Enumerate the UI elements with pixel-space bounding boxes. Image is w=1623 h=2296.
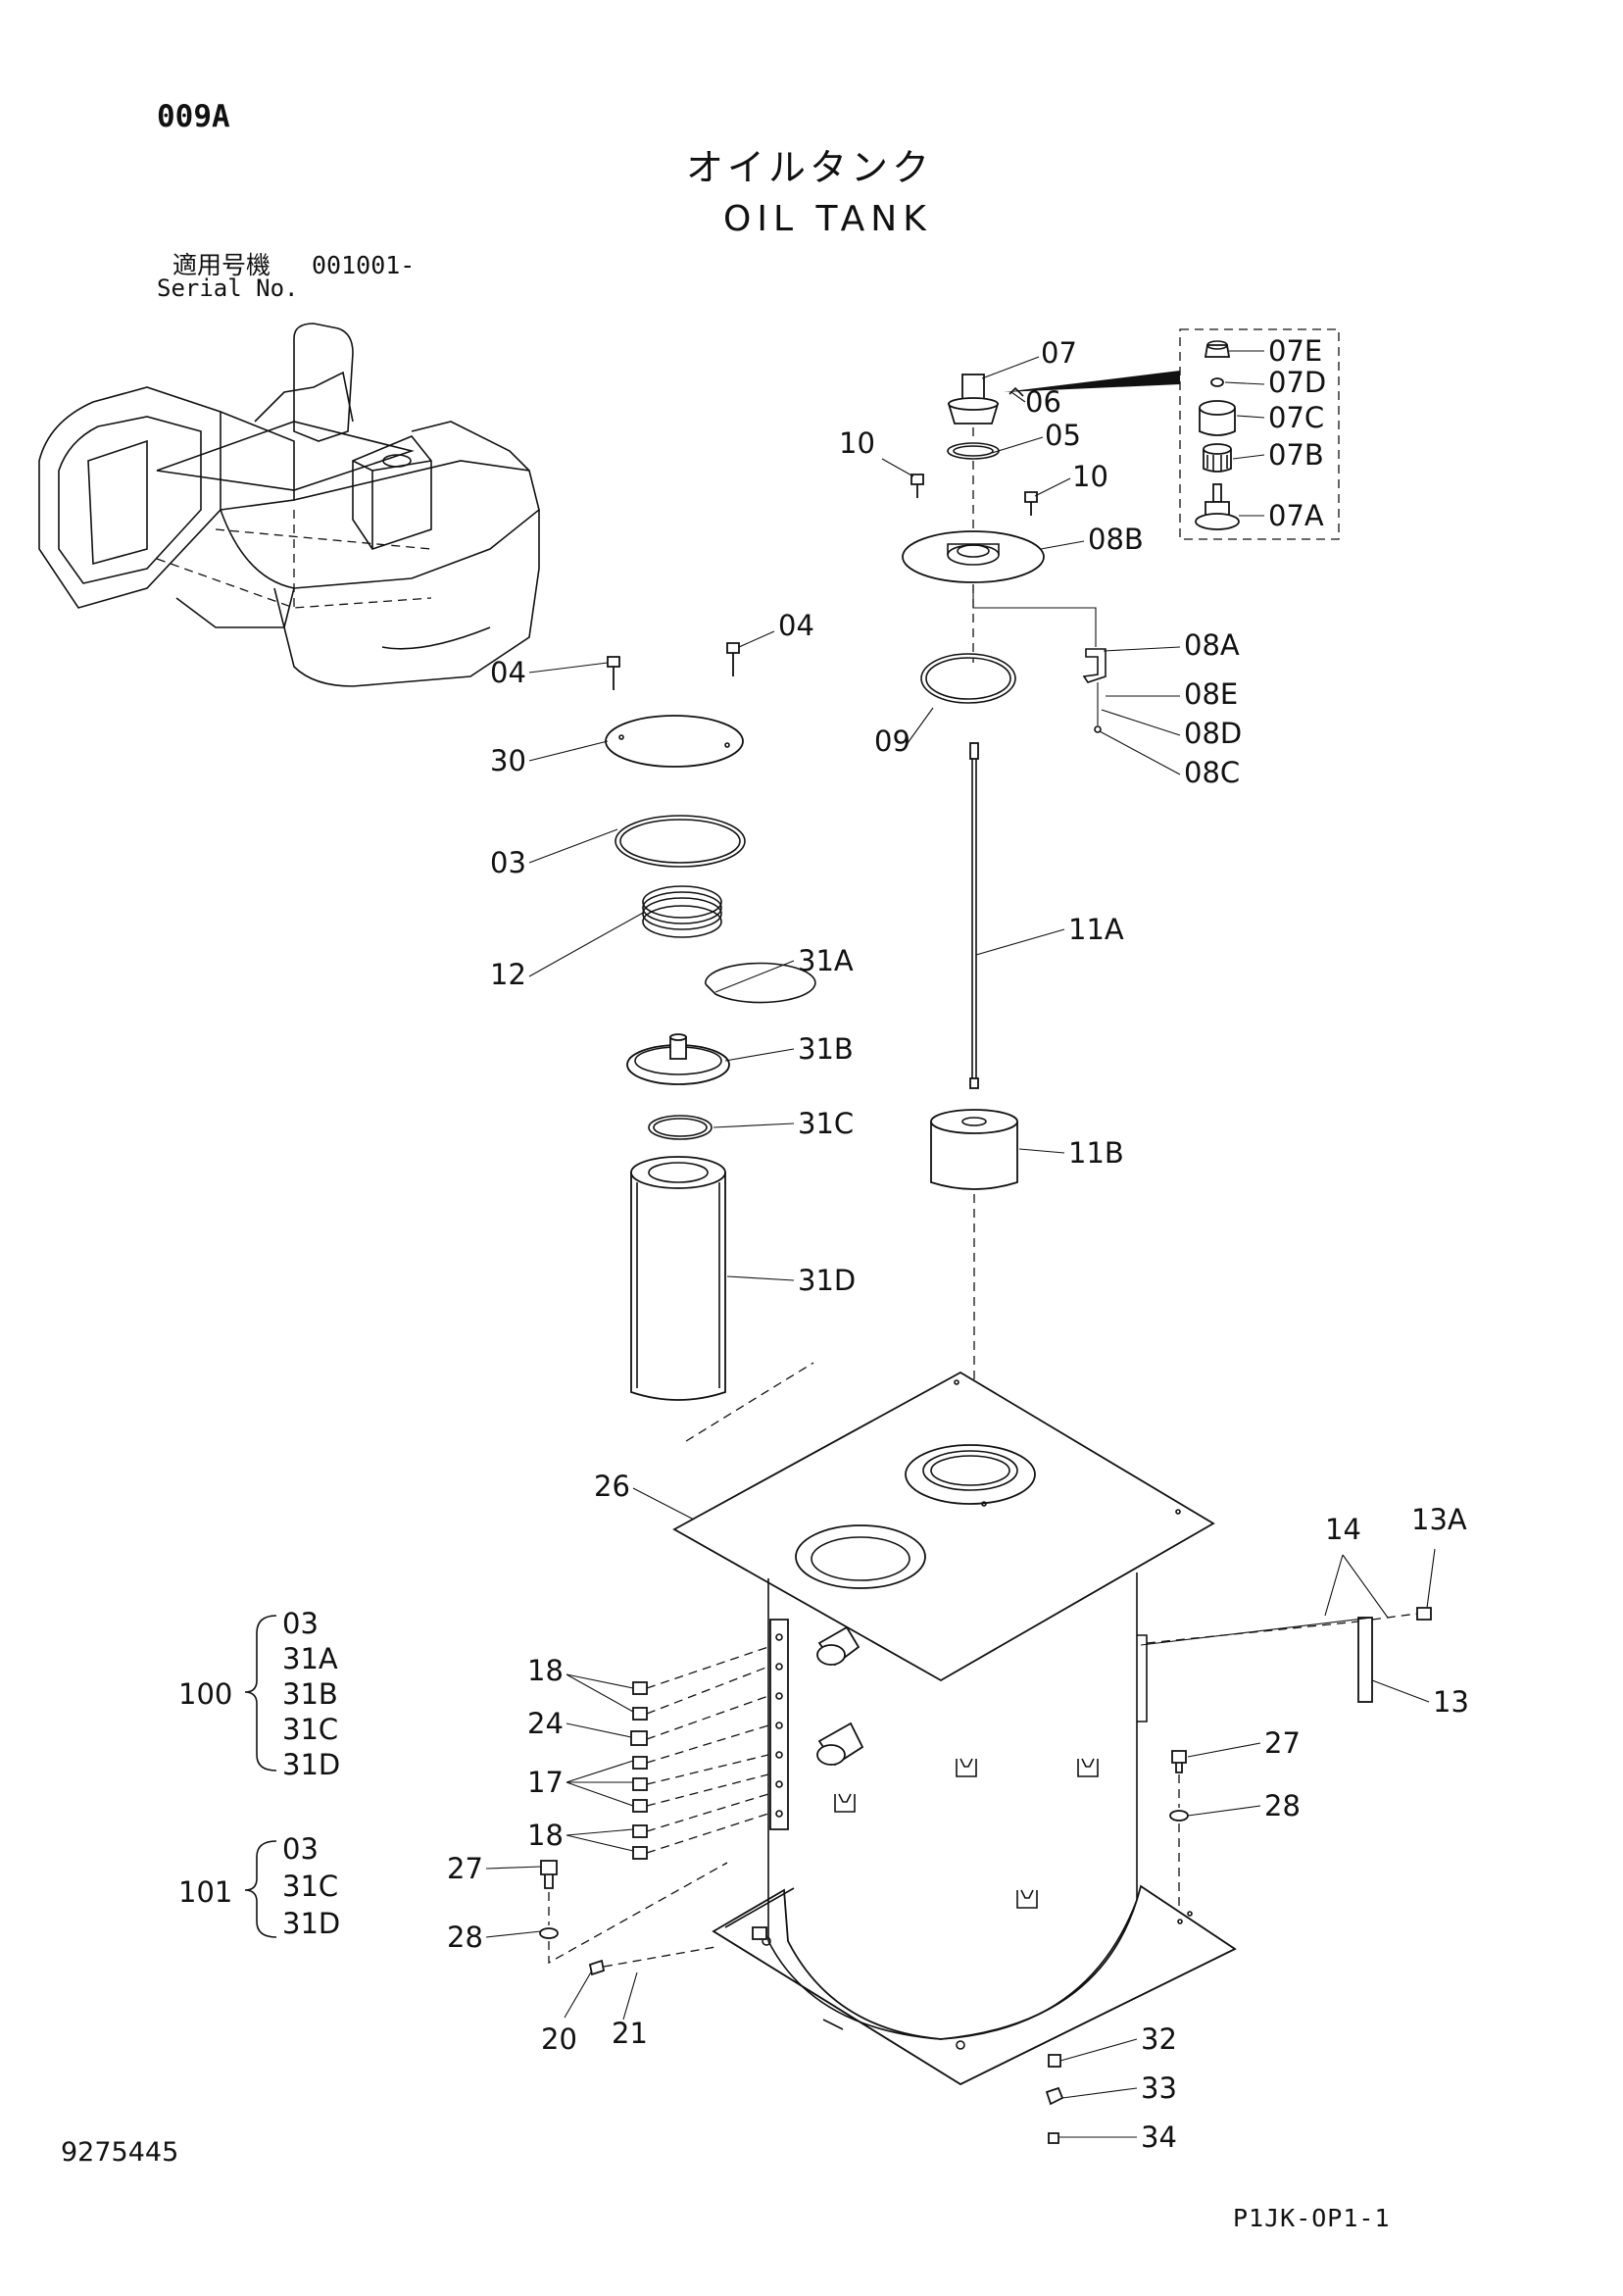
kit-101-part: 31C — [282, 1870, 338, 1903]
kit-100-number: 100 — [178, 1677, 232, 1711]
callout-13a: 13A — [1411, 1503, 1467, 1536]
machine-location-inset — [38, 323, 540, 687]
callout-13: 13 — [1433, 1685, 1469, 1719]
page-id: 009A — [157, 99, 230, 134]
callout-08a: 08A — [1184, 628, 1240, 662]
callout-07a: 07A — [1268, 499, 1324, 532]
return-filter-stack — [605, 642, 816, 1442]
breather-assembly — [902, 374, 1107, 1392]
reference-code: P1JK-OP1-1 — [1233, 2204, 1391, 2232]
document-number: 9275445 — [61, 2137, 179, 2168]
callout-31c: 31C — [798, 1107, 854, 1140]
callout-21: 21 — [612, 2017, 648, 2050]
callout-labels: 07 06 05 10 10 08B 08A 08E 08D 08C 07E 0… — [178, 334, 1469, 2154]
callout-14: 14 — [1325, 1513, 1361, 1546]
title-japanese: オイルタンク — [686, 146, 934, 189]
kit-101-part: 03 — [282, 1832, 319, 1866]
callout-17: 17 — [527, 1766, 564, 1799]
callout-12: 12 — [490, 958, 526, 991]
callout-04-right: 04 — [778, 609, 814, 642]
callout-05: 05 — [1045, 419, 1081, 452]
callout-04-left: 04 — [490, 656, 526, 689]
callout-10-right: 10 — [1072, 460, 1108, 493]
callout-26: 26 — [594, 1470, 630, 1503]
callout-07e: 07E — [1268, 334, 1322, 368]
callout-11a: 11A — [1068, 913, 1124, 946]
callout-27-right: 27 — [1264, 1726, 1301, 1760]
leader-lines — [485, 350, 1436, 2138]
kit-101-number: 101 — [178, 1875, 232, 1909]
callout-32: 32 — [1141, 2022, 1177, 2056]
oil-tank-body — [672, 1371, 1237, 2086]
kit-100-part: 31D — [282, 1748, 340, 1781]
title-english: OIL TANK — [723, 199, 932, 239]
callout-30: 30 — [490, 744, 526, 777]
callout-18-upper: 18 — [527, 1654, 564, 1687]
callout-31d: 31D — [798, 1264, 856, 1297]
callout-33: 33 — [1141, 2071, 1177, 2105]
callout-11b: 11B — [1068, 1136, 1124, 1170]
callout-07c: 07C — [1268, 401, 1324, 434]
callout-20: 20 — [541, 2022, 577, 2056]
callout-10-left: 10 — [839, 426, 875, 460]
fittings-and-hardware — [244, 1607, 1432, 2144]
callout-07b: 07B — [1268, 438, 1324, 472]
callout-07d: 07D — [1268, 366, 1326, 399]
callout-31b: 31B — [798, 1032, 854, 1066]
callout-28-left: 28 — [447, 1921, 483, 1954]
callout-07: 07 — [1041, 336, 1077, 370]
kit-100-part: 31A — [282, 1642, 338, 1675]
callout-27-left: 27 — [447, 1852, 483, 1885]
callout-31a: 31A — [798, 944, 854, 977]
kit-101-part: 31D — [282, 1907, 340, 1940]
kit-100-part: 31C — [282, 1713, 338, 1746]
callout-08d: 08D — [1184, 717, 1242, 750]
serial-label-english: Serial No. — [157, 275, 299, 302]
serial-number-value: 001001- — [312, 251, 416, 279]
callout-08e: 08E — [1184, 677, 1238, 711]
callout-06: 06 — [1025, 385, 1061, 419]
kit-100-part: 31B — [282, 1677, 338, 1711]
callout-24: 24 — [527, 1707, 564, 1740]
kit-100-part: 03 — [282, 1607, 319, 1640]
callout-03: 03 — [490, 846, 526, 879]
callout-28-right: 28 — [1264, 1789, 1301, 1822]
serial-label-japanese: 適用号機 — [172, 251, 271, 279]
callout-08b: 08B — [1088, 523, 1144, 556]
callout-34: 34 — [1141, 2121, 1177, 2154]
callout-08c: 08C — [1184, 756, 1240, 789]
callout-18-lower: 18 — [527, 1819, 564, 1852]
callout-09: 09 — [874, 724, 910, 758]
breather-detail-box — [1004, 328, 1340, 540]
